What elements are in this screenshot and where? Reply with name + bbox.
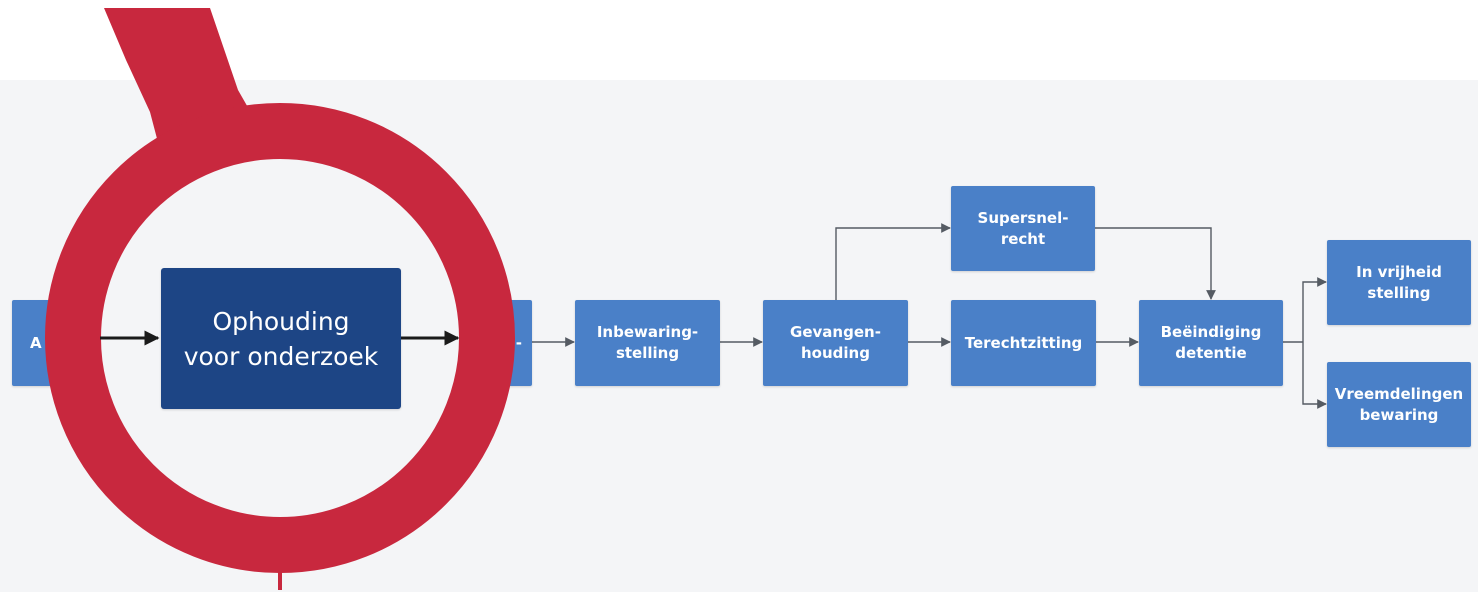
connector-split-vreemdelingen — [1302, 342, 1327, 409]
below-tick — [278, 572, 282, 590]
connector-supersnel-beeindiging — [1094, 227, 1216, 300]
header-band — [0, 0, 1478, 80]
node-gevangenhouding: Gevangen- houding — [763, 300, 908, 386]
node-ophouding-voor-onderzoek: Ophouding voor onderzoek — [161, 268, 401, 409]
connector-gevangen-supersnel — [835, 223, 951, 300]
node-vreemdelingenbewaring: Vreemdelingen bewaring — [1327, 362, 1471, 447]
connector-split-vrijheid — [1302, 277, 1327, 342]
node-inbewaringstelling: Inbewaring- stelling — [575, 300, 720, 386]
magnifier-ring — [45, 103, 515, 573]
node-supersnelrecht: Supersnel- recht — [951, 186, 1095, 271]
node-in-vrijheid-stelling: In vrijheid stelling — [1327, 240, 1471, 325]
node-terechtzitting: Terechtzitting — [951, 300, 1096, 386]
node-beeindiging-detentie: Beëindiging detentie — [1139, 300, 1283, 386]
